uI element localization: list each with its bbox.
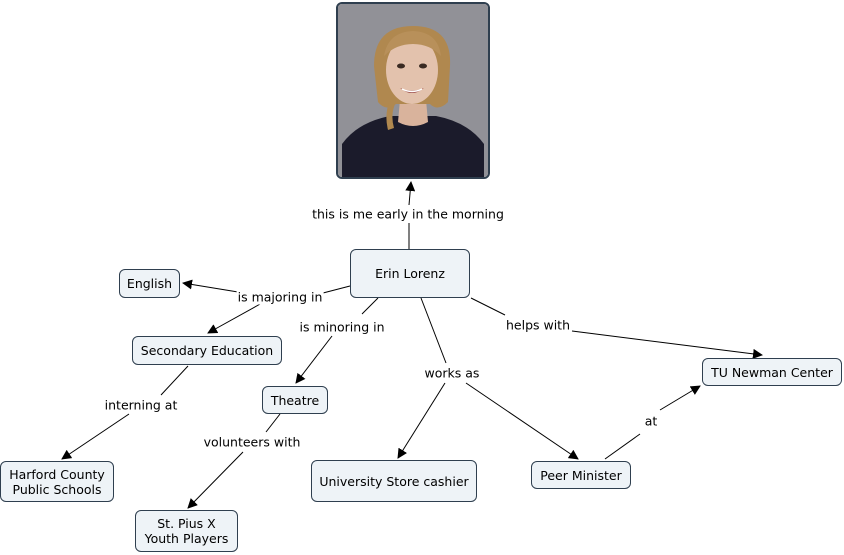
node-theatre[interactable]: Theatre [262, 386, 328, 414]
link-label-minoring: is minoring in [298, 319, 386, 335]
link-label-helps-with: helps with [504, 317, 572, 333]
link-label-early-morning: this is me early in the morning [311, 206, 505, 222]
connector-morning-photo [405, 181, 416, 206]
connector-erin-majoring [322, 285, 351, 294]
portrait-photo [336, 2, 490, 179]
node-secondary-education[interactable]: Secondary Education [132, 336, 282, 365]
connector-at-newman [659, 385, 701, 411]
link-label-interning: interning at [103, 397, 179, 413]
link-label-volunteers: volunteers with [202, 434, 302, 450]
connector-erin-minoring [361, 297, 379, 315]
link-label-at: at [643, 413, 659, 429]
connector-minoring-theatre [295, 335, 333, 384]
node-peer-minister[interactable]: Peer Minister [531, 461, 631, 489]
node-university-store[interactable]: University Store cashier [311, 460, 477, 502]
node-tu-newman-center[interactable]: TU Newman Center [702, 358, 842, 386]
connector-erin-helps [470, 297, 506, 316]
node-erin-lorenz[interactable]: Erin Lorenz [350, 249, 470, 298]
connector-interning-harford [61, 413, 130, 460]
connector-majoring-secondary [207, 302, 263, 334]
connector-theatre-volunteers [265, 413, 281, 433]
connector-majoring-english [182, 279, 239, 293]
portrait-photo-icon [338, 4, 488, 177]
connector-volunteers-stpius [187, 451, 244, 509]
link-label-majoring: is majoring in [236, 289, 324, 305]
node-harford-county[interactable]: Harford County Public Schools [0, 461, 114, 502]
connector-erin-works [420, 297, 447, 364]
link-label-works-as: works as [423, 365, 481, 381]
connector-works-store [397, 382, 446, 459]
connector-helps-newman [571, 330, 763, 359]
connector-peer-at [604, 433, 641, 460]
node-st-pius[interactable]: St. Pius X Youth Players [135, 510, 238, 552]
connector-works-peer [465, 382, 579, 460]
connector-secondary-interning [160, 365, 189, 396]
node-english[interactable]: English [119, 269, 180, 298]
